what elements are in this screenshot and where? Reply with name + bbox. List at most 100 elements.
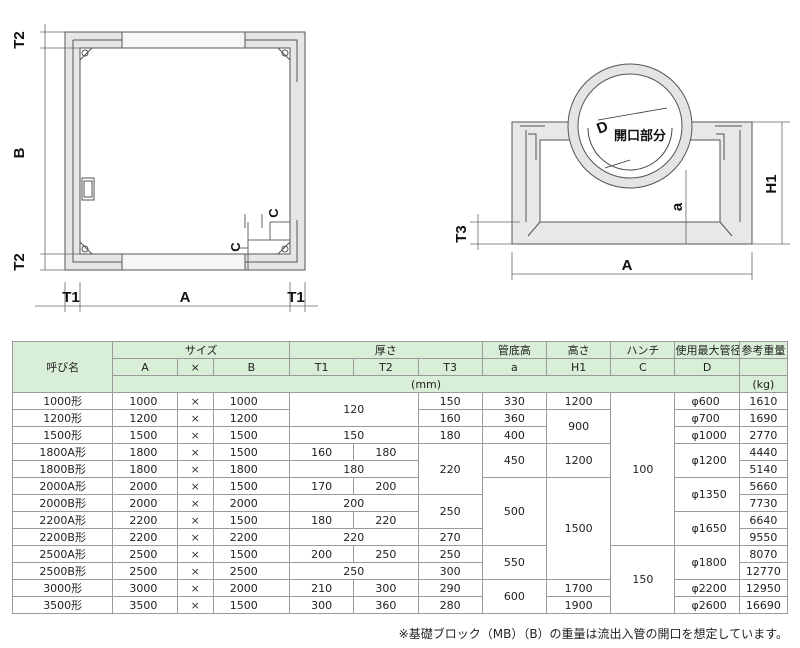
row-x: × bbox=[176, 579, 214, 597]
row-b: 1500 bbox=[212, 596, 291, 614]
cell-c: 150 bbox=[610, 545, 676, 614]
unit-kg: (kg) bbox=[738, 375, 789, 393]
top-notch bbox=[121, 31, 246, 49]
side-slot bbox=[81, 177, 95, 201]
cell-t3: 280 bbox=[417, 596, 483, 614]
row-a: 2000 bbox=[112, 477, 178, 495]
label-opening: 開口部分 bbox=[614, 128, 666, 143]
row-weight: 1690 bbox=[738, 409, 789, 427]
row-name: 1800B形 bbox=[11, 460, 114, 478]
row-a: 1500 bbox=[112, 426, 178, 444]
row-x: × bbox=[176, 426, 214, 444]
cell-h1: 1200 bbox=[545, 392, 612, 410]
table-row: 2200A形 2200 × 1500 180 220 φ1650 6640 bbox=[11, 511, 789, 546]
row-x: × bbox=[176, 409, 214, 427]
sub-t3: T3 bbox=[417, 358, 483, 376]
header-weight: 参考重量 bbox=[738, 341, 789, 359]
row-b: 1500 bbox=[212, 511, 291, 529]
cell-a: 360 bbox=[481, 409, 548, 427]
row-weight: 12770 bbox=[738, 562, 789, 580]
row-a: 2000 bbox=[112, 494, 178, 512]
cell-t3: 220 bbox=[417, 443, 483, 495]
footnote: ※基礎ブロック（MB）（B）の重量は流出入管の開口を想定しています。 bbox=[398, 627, 788, 641]
row-x: × bbox=[176, 460, 214, 478]
cell-t1: 170 bbox=[289, 477, 355, 495]
cell-t1: 180 bbox=[289, 511, 355, 529]
inner-opening bbox=[79, 47, 291, 255]
table-row: 2000B形 2000 × 2000 200 250 7730 bbox=[11, 494, 789, 529]
cell-t12: 220 bbox=[289, 528, 419, 546]
table-row: 1000形 1000 × 1000 120 150 330 1200 100 φ… bbox=[11, 392, 789, 546]
row-a: 2500 bbox=[112, 545, 178, 563]
row-b: 1500 bbox=[212, 443, 291, 461]
cell-t1: 300 bbox=[289, 596, 355, 614]
row-weight: 4440 bbox=[738, 443, 789, 461]
sub-a-height: a bbox=[481, 358, 548, 376]
row-x: × bbox=[176, 528, 214, 546]
label-b: B bbox=[11, 147, 28, 158]
cell-d: φ1000 bbox=[674, 426, 740, 444]
row-weight: 7730 bbox=[738, 494, 789, 512]
row-weight: 12950 bbox=[738, 579, 789, 597]
bolt-bl bbox=[81, 245, 89, 253]
cell-t2: 220 bbox=[353, 511, 419, 529]
label-t2-top: T2 bbox=[11, 31, 28, 49]
cell-t12: 250 bbox=[289, 562, 419, 580]
label-a-plan: A bbox=[180, 289, 191, 306]
cell-h1: 1700 bbox=[545, 579, 612, 597]
row-b: 2200 bbox=[212, 528, 291, 546]
cell-d: φ600 bbox=[674, 392, 740, 410]
cell-a: 450 bbox=[481, 443, 548, 478]
cell-t2: 180 bbox=[353, 443, 419, 461]
row-a: 1800 bbox=[112, 460, 178, 478]
cell-t3: 250 bbox=[417, 545, 483, 563]
sub-c: C bbox=[610, 358, 676, 376]
table-row: 1500形 1500 × 1500 150 180 400 φ1000 2770 bbox=[11, 426, 789, 444]
cell-t2: 300 bbox=[353, 579, 419, 597]
row-a: 1000 bbox=[112, 392, 178, 410]
row-b: 1800 bbox=[212, 460, 291, 478]
label-a-width: A bbox=[622, 257, 633, 274]
sub-t1: T1 bbox=[289, 358, 355, 376]
header-pipe-bottom: 管底高 bbox=[481, 341, 548, 359]
row-weight: 6640 bbox=[738, 511, 789, 529]
row-a: 3500 bbox=[112, 596, 178, 614]
cell-t3: 150 bbox=[417, 392, 483, 410]
sub-d: D bbox=[674, 358, 740, 376]
cell-t3: 300 bbox=[417, 562, 483, 580]
row-x: × bbox=[176, 562, 214, 580]
cell-t1: 200 bbox=[289, 545, 355, 563]
plan-view bbox=[64, 31, 306, 271]
sub-weight-blank bbox=[738, 358, 789, 376]
cell-d: φ1800 bbox=[674, 545, 740, 580]
label-c-lower: C bbox=[228, 242, 243, 252]
cell-a: 500 bbox=[481, 477, 548, 546]
row-x: × bbox=[176, 511, 214, 529]
section-dimensions bbox=[470, 107, 790, 280]
label-t3: T3 bbox=[453, 225, 470, 243]
cell-d: φ2600 bbox=[674, 596, 740, 614]
sub-a: A bbox=[112, 358, 178, 376]
cell-h1: 1500 bbox=[545, 477, 612, 580]
row-name: 1500形 bbox=[11, 426, 114, 444]
row-a: 2500 bbox=[112, 562, 178, 580]
cell-t3: 160 bbox=[417, 409, 483, 427]
row-weight: 1610 bbox=[738, 392, 789, 410]
row-name: 2200A形 bbox=[11, 511, 114, 529]
label-h1: H1 bbox=[763, 174, 780, 193]
row-a: 3000 bbox=[112, 579, 178, 597]
sub-t2: T2 bbox=[353, 358, 419, 376]
cell-t3: 180 bbox=[417, 426, 483, 444]
bottom-notch bbox=[121, 253, 246, 271]
cell-h1: 900 bbox=[545, 409, 612, 444]
table-row: 2500A形 2500 × 1500 200 250 250 550 150 φ… bbox=[11, 545, 789, 614]
row-b: 1000 bbox=[212, 392, 291, 410]
row-name: 2000B形 bbox=[11, 494, 114, 512]
row-weight: 5660 bbox=[738, 477, 789, 495]
row-name: 1000形 bbox=[11, 392, 114, 410]
bolt-tr bbox=[281, 49, 289, 57]
header-max-pipe: 使用最大管径 bbox=[674, 341, 740, 359]
row-a: 1800 bbox=[112, 443, 178, 461]
row-b: 2000 bbox=[212, 579, 291, 597]
row-weight: 5140 bbox=[738, 460, 789, 478]
